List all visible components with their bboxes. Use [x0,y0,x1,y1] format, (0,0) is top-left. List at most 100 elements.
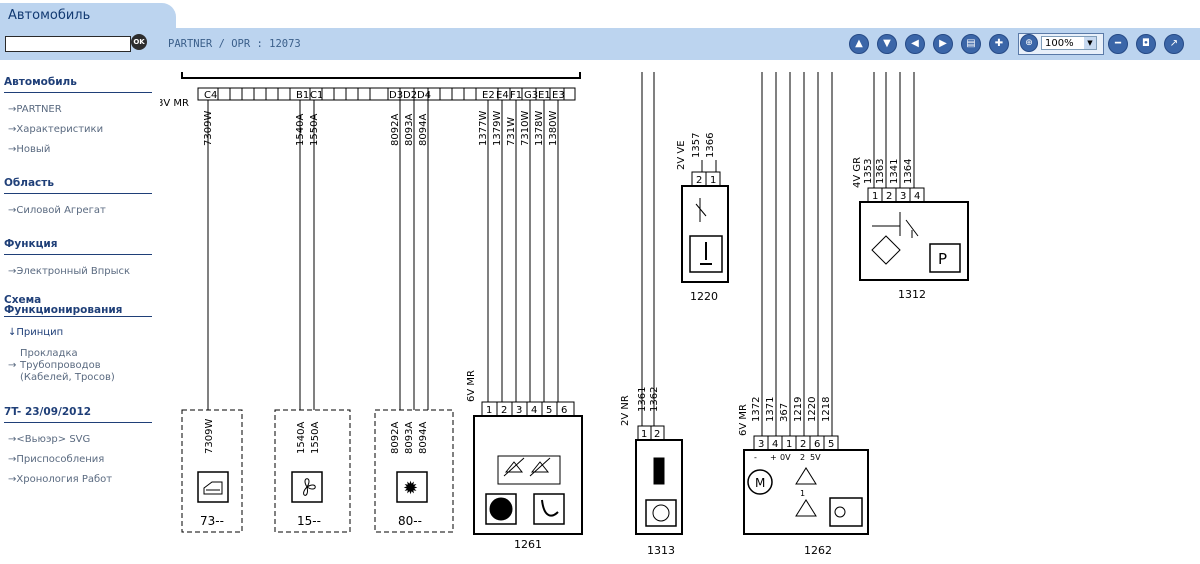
wire-label: 1220 [807,397,818,422]
print-icon[interactable]: ▤ [961,34,981,54]
chevron-down-icon: ▼ [1084,37,1096,49]
gauge-icon-glyph [489,497,513,521]
dashed-box-label: 73-- [200,514,224,528]
left-arrow-icon[interactable]: ◀ [905,34,925,54]
up-arrow-icon[interactable]: ▲ [849,34,869,54]
toolbar: OK PARTNER / OPR : 12073 ▲ ▼ ◀ ▶ ▤ ✚ ⊕ 1… [0,28,1200,60]
sensor-element [653,457,665,485]
pin-label: E1 [538,90,551,101]
pin-number: 6 [814,439,820,450]
dashed-box-80 [374,409,454,533]
popout-icon[interactable]: ↗ [1164,34,1184,54]
divider [4,422,152,423]
pin-number: 1 [710,175,716,186]
wire-label: 1540A [295,114,306,146]
pin-label: E2 [482,90,495,101]
connector-label: 2V VE [676,140,687,170]
divider [4,92,152,93]
pin-number: 3 [516,405,522,416]
zoom-icon[interactable]: ⊕ [1020,34,1038,52]
pin-label: F1 [510,90,522,101]
pin-number: 1 [641,429,647,440]
wire-label: 1341 [889,159,900,184]
gauge-icon [485,493,517,525]
pin-number: 1 [486,405,492,416]
wire-label: 8094A [418,422,429,454]
sidebar-item-powertrain[interactable]: →Силовой Агрегат [8,205,106,216]
sidebar-item-tools[interactable]: →Приспособления [8,454,105,465]
pin-number: 6 [561,405,567,416]
sidebar-item-label: Новый [16,144,51,155]
vehicle-tab[interactable]: Автомобиль [0,3,176,29]
pin-label: B1 [296,90,309,101]
connector-label: 6V MR [466,370,477,402]
pin-label: D2 [403,90,417,101]
throttle-icon [829,497,863,527]
sidebar-item-label: Электронный Впрыск [16,266,131,277]
dashed-box-label: 80-- [398,514,422,528]
sidebar-item-principle[interactable]: ↓Принцип [8,327,64,338]
sidebar-item-new[interactable]: →Новый [8,144,51,155]
main-connector-pin-strip [197,87,576,101]
pin-numbers: 1 2 3 4 5 6 [486,405,567,416]
wire-label: 8093A [404,114,415,146]
wire-label: 1218 [821,397,832,422]
wire-label: 8094A [418,114,429,146]
ac-icon-glyph: ✹ [403,478,418,499]
zoom-value: 100% [1045,38,1074,49]
wire-label: 1371 [765,397,776,422]
fan-icon-glyph [303,478,316,496]
zoom-select[interactable]: 100% ▼ [1041,36,1097,50]
sidebar-item-routing[interactable]: →Прокладка Трубопроводов (Кабелей, Тросо… [8,348,138,384]
sidebar-item-label: Приспособления [16,454,105,465]
wire-label: 1363 [875,159,886,184]
plus-icon[interactable]: ✚ [989,34,1009,54]
component-1261: 6V MR 1 2 3 4 5 6 1261 [466,370,583,551]
wire-label: 1353 [863,159,874,184]
main-connector-pin-labels: C4 B1 C1 D3 D2 D4 E2 E4 F1 G3 E1 E3 [204,90,565,101]
component-id: 1312 [898,288,926,301]
sidebar-item-svg-viewer[interactable]: →<Вьюэр> SVG [8,434,91,445]
sidebar-item-label: <Вьюэр> SVG [16,434,91,445]
right-arrow-icon[interactable]: ▶ [933,34,953,54]
minus-icon[interactable]: ━ [1108,34,1128,54]
sidebar-item-history[interactable]: →Хронология Работ [8,474,113,485]
ok-button[interactable]: OK [131,34,147,50]
main-connector-pin-cells [217,88,565,100]
wire-label: 7310W [520,111,531,146]
pin-number: 3 [900,191,906,202]
pin-label: D3 [389,90,403,101]
sidebar-item-label: Принцип [16,327,64,338]
search-input[interactable] [5,36,131,52]
pin-number: 1 [786,439,792,450]
coolant-temp-icon [689,235,723,273]
fit-icon[interactable]: ◘ [1136,34,1156,54]
ac-icon [396,471,428,503]
pin-label: E3 [552,90,565,101]
pin-label: C1 [310,90,323,101]
breadcrumb: PARTNER / OPR : 12073 [168,38,301,50]
main-connector-label: 8V MR [160,98,189,109]
pressure-p-label: P [938,250,947,268]
pin-number: 2 [654,429,660,440]
component-body [473,415,583,535]
down-arrow-icon[interactable]: ▼ [877,34,897,54]
sidebar-item-characteristics[interactable]: →Характеристики [8,124,104,135]
pin-label: E4 [496,90,509,101]
sidebar-item-injection[interactable]: →Электронный Впрыск [8,266,131,277]
pin-number: 2 [696,175,702,186]
dashed-box-wire-labels: 7309W 1540A 1550A 8092A 8093A 8094A 73--… [200,419,429,528]
dashed-box-15 [274,409,351,533]
sidebar-item-label: PARTNER [16,104,62,115]
component-body [859,201,969,281]
wire-label: 1378W [534,111,545,146]
pin-number: 2 [501,405,507,416]
sensor-block [497,455,561,485]
wire-label: 7309W [204,419,215,454]
component-1262: 6V MR 1372 1371 367 1219 1220 1218 3 4 1… [738,72,869,557]
component-id: 1313 [647,544,675,557]
car-door-icon-glyph [203,481,223,495]
component-1220: 2V VE 1357 1366 2 1 1220 [676,133,729,303]
pedal-icon [533,493,565,525]
sidebar-item-partner[interactable]: →PARTNER [8,104,62,115]
